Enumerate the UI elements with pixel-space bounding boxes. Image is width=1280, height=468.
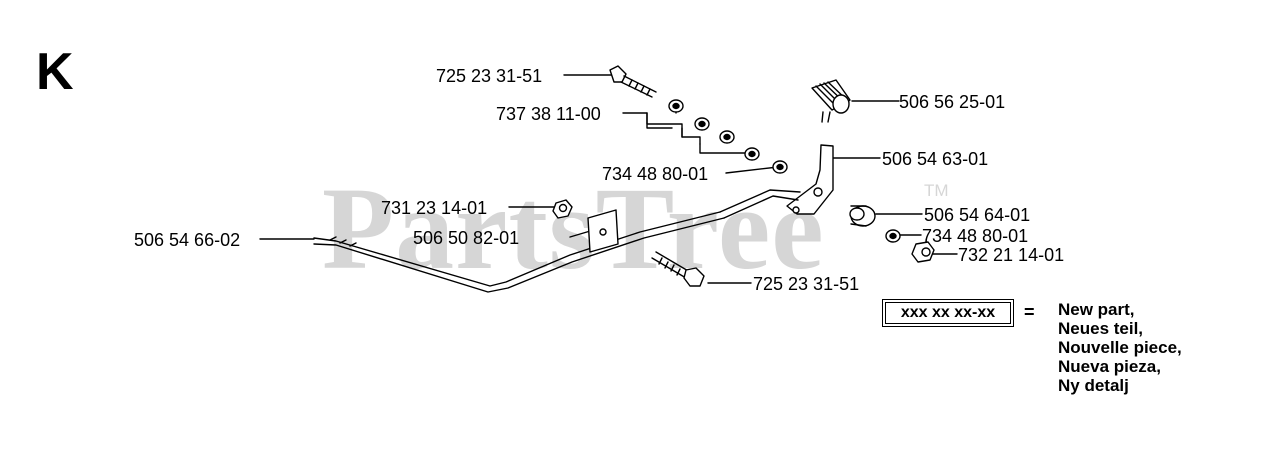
part-label-control-rod: 506 54 66-02 [134, 230, 241, 250]
part-label-handle-knob: 506 56 25-01 [899, 92, 1006, 112]
nut-left [552, 199, 573, 219]
leader-lines [259, 74, 958, 284]
part-label-bracket: 506 50 82-01 [413, 228, 520, 248]
bracket [587, 209, 619, 253]
lever [786, 144, 834, 215]
spacer [849, 205, 876, 227]
legend-line: Nueva pieza, [1058, 357, 1161, 376]
part-label-washer-right: 734 48 80-01 [922, 226, 1029, 246]
control-rod [313, 189, 801, 293]
part-label-washer-set: 737 38 11-00 [496, 104, 601, 124]
part-label-lever: 506 54 63-01 [882, 149, 989, 169]
legend-equals: = [1024, 302, 1035, 322]
handle-knob [811, 79, 851, 123]
legend-line: New part, [1058, 300, 1135, 319]
bolt-top [609, 65, 657, 98]
part-label-nut-left: 731 23 14-01 [381, 198, 488, 218]
part-label-bolt-top: 725 23 31-51 [436, 66, 543, 86]
nut-right [911, 241, 935, 263]
part-label-spacer: 506 54 64-01 [924, 205, 1031, 225]
new-part-legend-box: xxx xx xx-xx [882, 299, 1014, 327]
legend-code: xxx xx xx-xx [885, 302, 1011, 324]
watermark: PartsTree [322, 163, 825, 294]
legend-line: Ny detalj [1058, 376, 1129, 395]
watermark-trademark: TM [924, 181, 949, 200]
legend-text: New part, Neues teil, Nouvelle piece, Nu… [1058, 300, 1182, 395]
part-label-nut-right: 732 21 14-01 [958, 245, 1065, 265]
part-label-bolt-bottom: 725 23 31-51 [753, 274, 860, 294]
washer-right [885, 229, 901, 243]
legend-line: Neues teil, [1058, 319, 1144, 338]
bolt-bottom [651, 251, 705, 287]
part-label-washer-top: 734 48 80-01 [602, 164, 709, 184]
legend-line: Nouvelle piece, [1058, 338, 1182, 357]
section-letter: K [36, 43, 74, 101]
washers-diagonal [668, 99, 788, 174]
